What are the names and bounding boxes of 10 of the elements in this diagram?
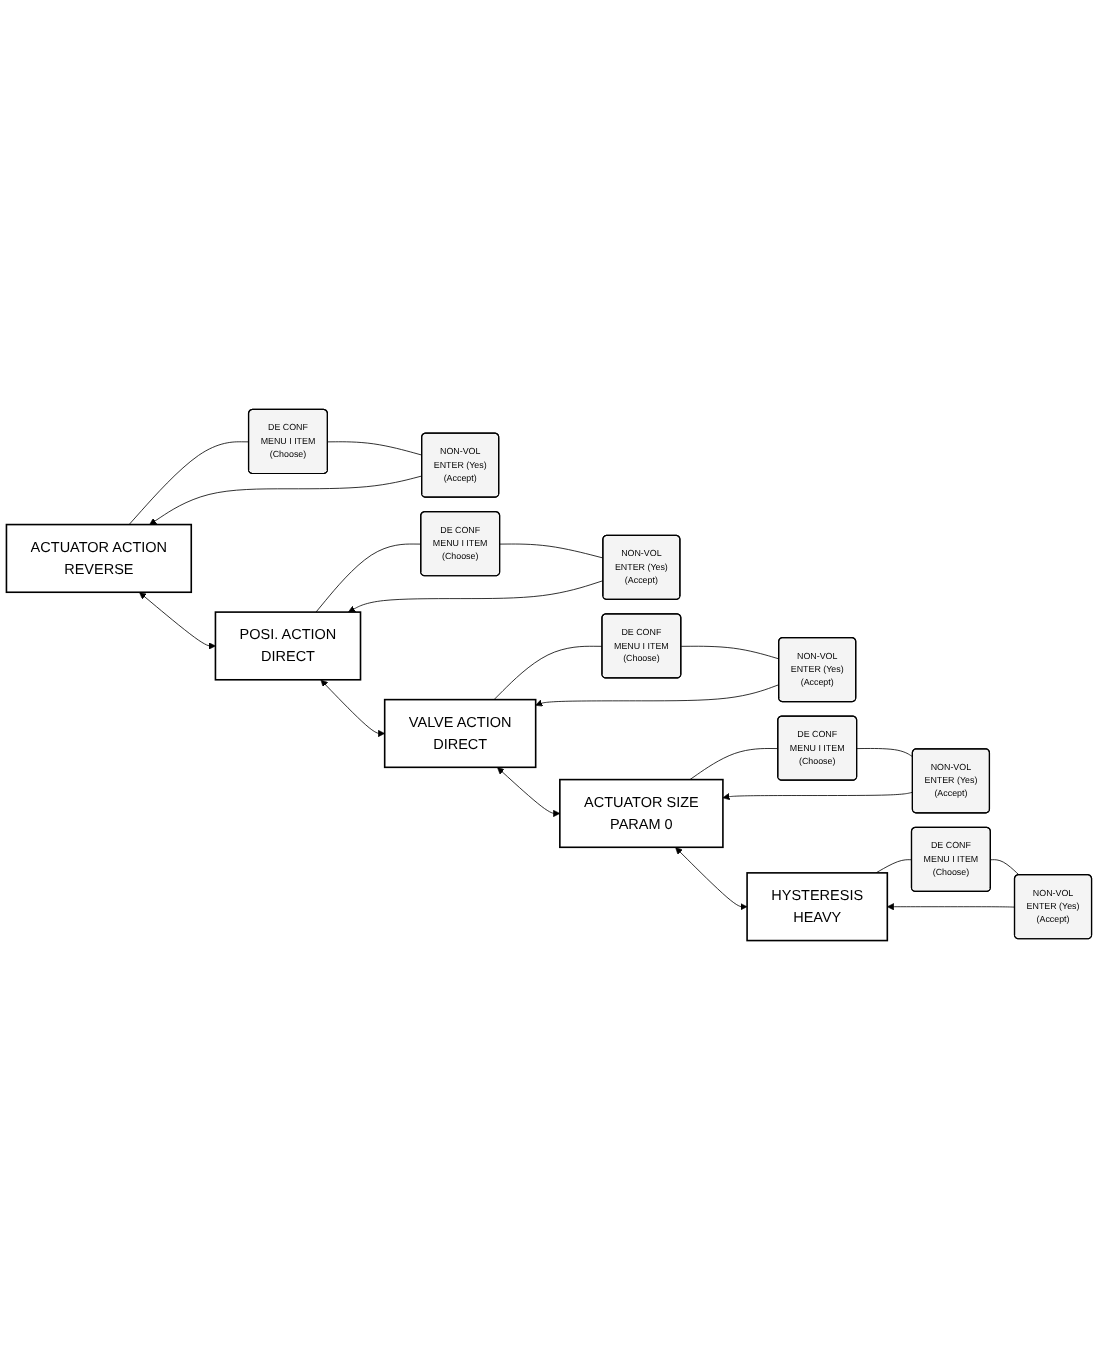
connector xyxy=(327,441,423,456)
connector xyxy=(856,748,914,758)
connector xyxy=(493,645,603,701)
connector xyxy=(875,859,913,874)
connector xyxy=(128,441,250,525)
connector xyxy=(315,543,422,613)
connector xyxy=(689,748,779,780)
connector xyxy=(499,543,604,559)
connector xyxy=(990,859,1020,876)
connector xyxy=(680,645,780,660)
